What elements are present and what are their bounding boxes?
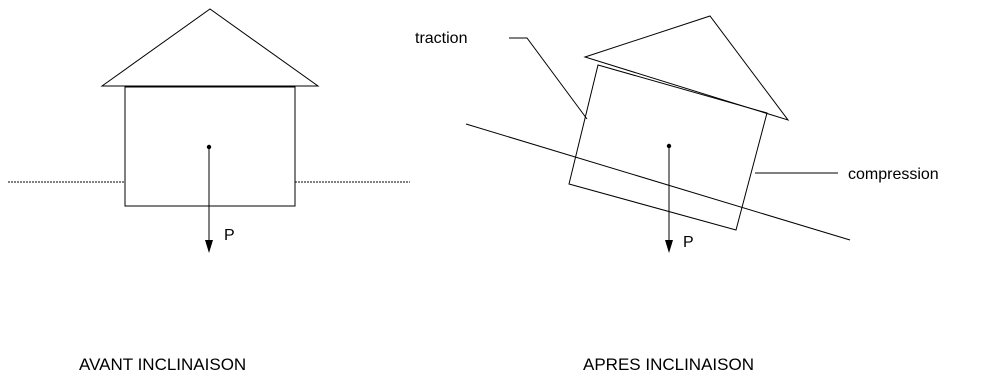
traction-leader-line	[509, 37, 588, 120]
weight-arrowhead	[205, 240, 213, 253]
tilted-house-body	[568, 64, 768, 231]
tilted-house-roof	[583, 15, 790, 121]
weight-label: P	[224, 227, 235, 244]
house-body	[124, 86, 296, 207]
compression-label: compression	[848, 166, 939, 183]
before-caption: AVANT INCLINAISON	[79, 355, 246, 374]
after-caption: APRES INCLINAISON	[583, 355, 754, 374]
before-tilt-panel: P AVANT INCLINAISON	[8, 8, 410, 374]
house-roof	[100, 8, 320, 87]
tilted-ground-line	[465, 123, 851, 241]
tilted-weight-label: P	[683, 234, 694, 251]
tilted-weight-arrowhead	[665, 240, 673, 253]
after-tilt-panel: P traction compression APRES INCLINAISON	[415, 15, 939, 374]
traction-label: traction	[415, 30, 467, 47]
